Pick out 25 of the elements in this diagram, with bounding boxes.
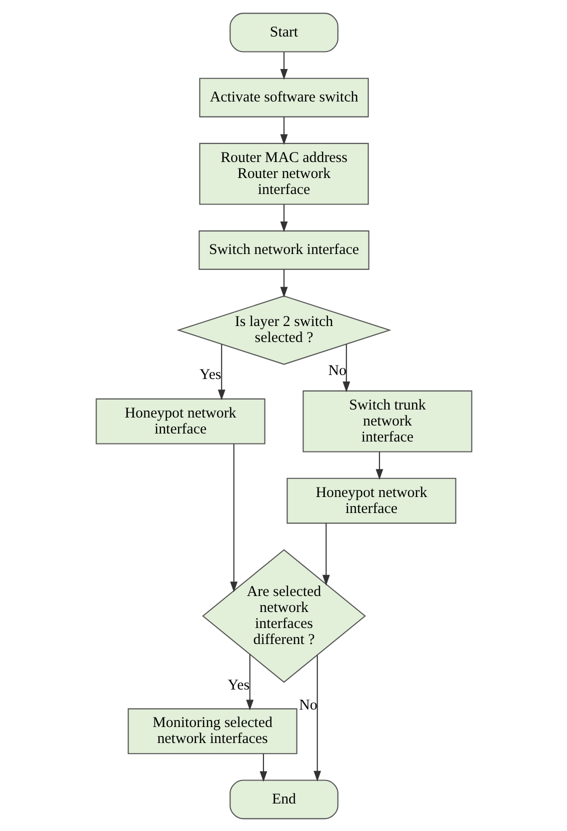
- arrow: [313, 654, 321, 782]
- arrow: [217, 344, 225, 400]
- node-box: Start: [229, 12, 338, 52]
- node-box: Switch trunk network interface: [302, 390, 472, 452]
- arrow: [375, 451, 383, 480]
- node-box: Activate software switch: [198, 77, 368, 117]
- node-box: Monitoring selected network interfaces: [127, 708, 297, 754]
- arrow: [342, 344, 350, 392]
- node-box: Switch network interface: [198, 230, 369, 270]
- arrow: [280, 116, 288, 144]
- node-diamond: Is layer 2 switch selected ?: [176, 294, 391, 364]
- edge-label: No: [298, 696, 317, 713]
- arrow: [230, 444, 238, 592]
- edge-label: No: [328, 362, 346, 379]
- edge-label: Yes: [199, 366, 221, 383]
- arrow: [246, 654, 254, 710]
- arrow: [280, 204, 288, 232]
- arrow: [259, 753, 267, 782]
- node-box: Honeypot network interface: [95, 398, 265, 444]
- arrow: [322, 522, 330, 586]
- arrow: [280, 269, 288, 298]
- node-box: Honeypot network interface: [286, 477, 456, 524]
- node-box: End: [229, 779, 338, 819]
- node-box: Router MAC address Router network interface: [198, 142, 368, 204]
- arrow: [280, 52, 288, 80]
